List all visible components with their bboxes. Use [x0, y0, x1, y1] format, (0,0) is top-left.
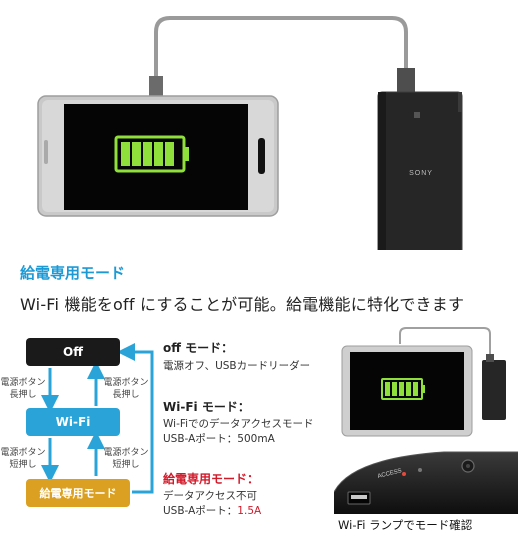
feed-mode-title: 給電専用モード： [163, 472, 260, 486]
feed-mode-port: USB-Aポート：1.5A [163, 503, 261, 518]
mode-box-wifi: Wi-Fi [26, 408, 120, 436]
section-title: 給電専用モード [20, 264, 126, 282]
battery-full-icon [114, 135, 189, 173]
mode-box-feed: 給電専用モード [26, 479, 130, 507]
usb-cable [154, 16, 408, 80]
feed-mode-port-value: 1.5A [237, 505, 262, 517]
phone-plug [149, 76, 163, 96]
device-plug [397, 68, 415, 94]
portable-wifi-device: SONY [377, 91, 463, 250]
access-port-label: ACCESS [377, 468, 402, 480]
wifi-lamp [402, 472, 406, 476]
phone-home-button [258, 138, 265, 174]
device-indicator [414, 112, 420, 118]
press-label-short-right: 電源ボタン短押し [103, 448, 149, 470]
wifi-mode-port: USB-Aポート：500mA [163, 433, 275, 445]
feed-mode-desc: データアクセス不可 [163, 490, 257, 502]
off-mode-title: off モード： [163, 341, 234, 355]
feed-mode-port-label: USB-Aポート： [163, 505, 238, 517]
mode-box-off: Off [26, 338, 120, 366]
small-battery-icon [381, 378, 425, 400]
small-charging-illustration [341, 327, 506, 437]
press-label-short-left: 電源ボタン短押し [0, 448, 46, 470]
device-brand-logo: SONY [409, 170, 433, 177]
press-label-long-right: 電源ボタン長押し [103, 378, 149, 400]
closeup-caption: Wi-Fi ランプでモード確認 [338, 518, 473, 532]
small-device [482, 360, 506, 420]
wifi-lamp-closeup: ACCESS [334, 451, 518, 514]
power-button [461, 459, 475, 473]
mode-flow-arrows [41, 343, 154, 494]
charging-illustration: SONY [37, 16, 463, 250]
off-mode-desc: 電源オフ、USBカードリーダー [163, 360, 311, 372]
wifi-mode-title: Wi-Fi モード： [163, 400, 250, 414]
section-subtitle: Wi-Fi 機能をoff にすることが可能。給電機能に特化できます [20, 295, 465, 314]
arrow-feed-to-off [117, 343, 154, 494]
press-label-long-left: 電源ボタン長押し [0, 378, 46, 400]
wifi-mode-desc: Wi-Fiでのデータアクセスモード [163, 418, 314, 430]
